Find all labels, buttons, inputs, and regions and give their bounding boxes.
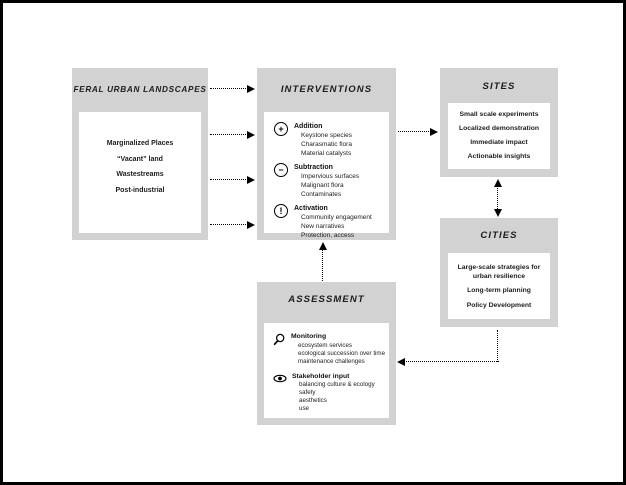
sites-item: Small scale experiments bbox=[459, 111, 539, 118]
group-item: Contaminates bbox=[301, 191, 342, 198]
arrowhead-down-icon bbox=[494, 209, 502, 217]
group-item: ecological succession over time bbox=[298, 349, 386, 357]
eye-icon bbox=[273, 374, 287, 382]
arrow-feral-to-interventions-1 bbox=[210, 88, 248, 89]
arrowhead-up-icon bbox=[494, 179, 502, 187]
box-cities: CITIES Large-scale strategies for urban … bbox=[440, 218, 558, 327]
box-sites: SITES Small scale experiments Localized … bbox=[440, 68, 558, 177]
group-item: maintenance challenges bbox=[298, 357, 365, 365]
exclamation-circle-icon: ! bbox=[274, 204, 288, 218]
sites-item: Localized demonstration bbox=[458, 125, 540, 132]
arrowhead-left-icon bbox=[397, 358, 405, 366]
arrowhead-right-icon bbox=[247, 131, 255, 139]
arrow-assessment-to-interventions bbox=[322, 249, 323, 281]
group-item: Charasmatic flora bbox=[301, 141, 352, 148]
minus-circle-icon: − bbox=[274, 163, 288, 177]
assessment-panel: Monitoring ecosystem services ecological… bbox=[264, 323, 389, 418]
interventions-title: INTERVENTIONS bbox=[280, 84, 373, 95]
group-item: aesthetics bbox=[299, 397, 327, 404]
feral-item: Post-industrial bbox=[115, 186, 165, 194]
group-label-stakeholder-input: Stakeholder input bbox=[292, 372, 350, 380]
arrow-feral-to-interventions-2 bbox=[210, 134, 248, 135]
group-item: Material catalysts bbox=[301, 150, 352, 157]
group-item: Keystone species bbox=[301, 132, 352, 139]
sites-item: Actionable insights bbox=[467, 153, 531, 160]
plus-glyph: + bbox=[278, 123, 284, 134]
arrow-cities-to-assessment-vertical bbox=[497, 330, 498, 362]
feral-item: Wastestreams bbox=[116, 171, 164, 178]
assessment-title: ASSESSMENT bbox=[288, 294, 365, 305]
cities-item: Policy Development bbox=[466, 301, 532, 309]
group-item: New narratives bbox=[301, 223, 345, 230]
feral-panel: Marginalized Places “Vacant” land Wastes… bbox=[79, 112, 201, 233]
arrow-cities-to-assessment-horizontal bbox=[404, 361, 499, 362]
cities-item: Large-scale strategies for urban resilie… bbox=[457, 264, 541, 280]
magnifier-icon bbox=[273, 333, 285, 346]
feral-title: FERAL URBAN LANDSCAPES bbox=[73, 85, 207, 94]
sites-item: Immediate impact bbox=[470, 139, 528, 146]
group-item: Protection, access bbox=[301, 232, 355, 239]
cities-panel: Large-scale strategies for urban resilie… bbox=[448, 253, 550, 319]
arrowhead-right-icon bbox=[247, 85, 255, 93]
group-item: safety bbox=[299, 389, 316, 396]
group-item: use bbox=[299, 405, 309, 412]
group-label-subtraction: Subtraction bbox=[294, 164, 333, 171]
arrowhead-up-icon bbox=[319, 242, 327, 250]
box-interventions: INTERVENTIONS + Addition Keystone specie… bbox=[257, 68, 396, 240]
cities-title: CITIES bbox=[480, 230, 518, 241]
arrow-sites-cities-double bbox=[497, 186, 498, 211]
arrow-feral-to-interventions-3 bbox=[210, 179, 248, 180]
group-item: balancing culture & ecology bbox=[299, 381, 375, 388]
group-item: Malignant flora bbox=[301, 182, 344, 189]
group-label-monitoring: Monitoring bbox=[291, 333, 327, 340]
arrow-feral-to-interventions-4 bbox=[210, 224, 248, 225]
box-assessment: ASSESSMENT Monitoring ecosystem services… bbox=[257, 282, 396, 425]
box-feral-urban-landscapes: FERAL URBAN LANDSCAPES Marginalized Plac… bbox=[72, 68, 208, 240]
arrowhead-right-icon bbox=[247, 221, 255, 229]
exclamation-glyph: ! bbox=[279, 205, 283, 216]
plus-circle-icon: + bbox=[274, 122, 288, 136]
group-item: Impervious surfaces bbox=[301, 173, 360, 180]
arrowhead-right-icon bbox=[430, 128, 438, 136]
arrow-interventions-to-sites bbox=[398, 131, 431, 132]
feral-item: Marginalized Places bbox=[106, 140, 174, 147]
group-item: Community engagement bbox=[301, 214, 372, 221]
feral-item: “Vacant” land bbox=[117, 155, 163, 163]
interventions-panel: + Addition Keystone species Charasmatic … bbox=[264, 112, 389, 239]
minus-glyph: − bbox=[278, 164, 284, 175]
group-item: ecosystem services bbox=[298, 341, 352, 349]
sites-title: SITES bbox=[482, 81, 516, 92]
group-label-addition: Addition bbox=[294, 123, 323, 130]
group-label-activation: Activation bbox=[294, 205, 328, 212]
arrowhead-right-icon bbox=[247, 176, 255, 184]
cities-item: Long-term planning bbox=[467, 287, 531, 294]
sites-panel: Small scale experiments Localized demons… bbox=[448, 103, 550, 169]
